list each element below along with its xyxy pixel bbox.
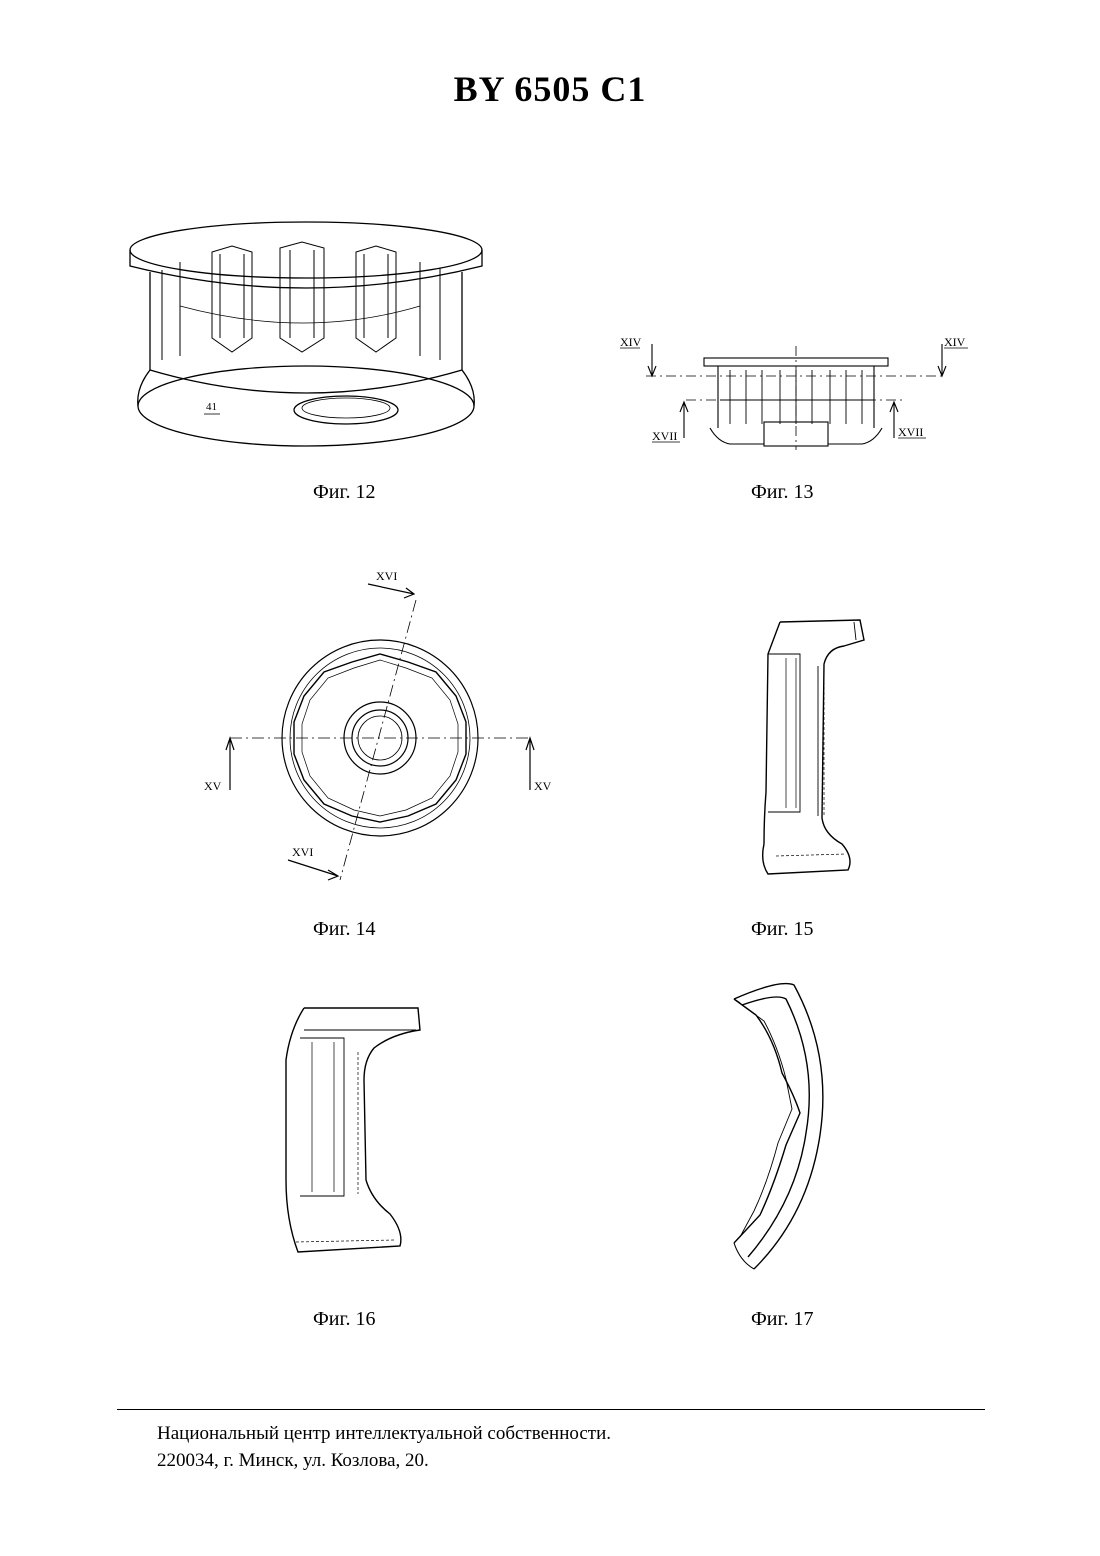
section-label-xiv-right: XIV — [944, 335, 966, 349]
section-label-xvii-right: XVII — [898, 425, 923, 439]
section-label-xvi-top: XVI — [376, 569, 397, 583]
figure-15-drawing — [752, 612, 872, 882]
document-number: BY 6505 C1 — [0, 68, 1100, 110]
section-label-xiv-left: XIV — [620, 335, 642, 349]
figure-14-caption: Фиг. 14 — [313, 918, 375, 941]
figure-17-caption: Фиг. 17 — [751, 1308, 813, 1331]
figure-16-drawing — [272, 1000, 424, 1260]
figure-12-caption: Фиг. 12 — [313, 481, 375, 504]
footer-address: 220034, г. Минск, ул. Козлова, 20. — [157, 1450, 429, 1472]
figure-16-caption: Фиг. 16 — [313, 1308, 375, 1331]
section-label-xv-right: XV — [534, 779, 552, 793]
section-label-xv-left: XV — [204, 779, 222, 793]
section-label-xvii-left: XVII — [652, 429, 677, 443]
section-label-xvi-bottom: XVI — [292, 845, 313, 859]
part-label: 41 — [206, 401, 217, 413]
figure-17-drawing — [720, 975, 840, 1275]
figure-12-drawing: 41 — [128, 210, 488, 460]
footer-organization: Национальный центр интеллектуальной собс… — [157, 1423, 611, 1445]
figure-13-drawing: XIV XIV XVII XVII — [612, 330, 972, 455]
footer-divider — [117, 1409, 985, 1410]
figure-13-caption: Фиг. 13 — [751, 481, 813, 504]
figure-15-caption: Фиг. 15 — [751, 918, 813, 941]
figure-14-drawing: XVI XVI XV XV — [200, 550, 560, 890]
